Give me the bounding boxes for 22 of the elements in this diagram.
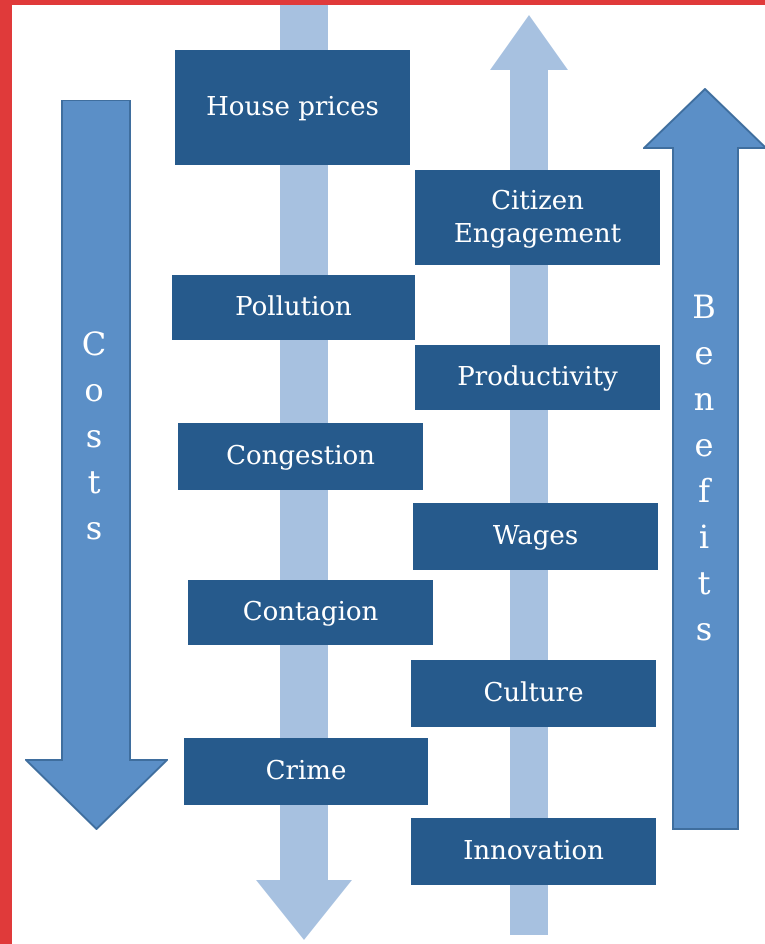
label-box [188,580,433,645]
box-text: Wages [492,520,578,553]
box-text: Congestion [226,440,375,473]
arrow-label: Costs [75,325,113,555]
label-box [415,170,660,265]
label-box [411,818,656,885]
label-box [413,503,658,570]
label-box [184,738,428,805]
box-text: Innovation [463,835,604,868]
box-text: Contagion [242,596,378,629]
label-box [175,50,410,165]
arrow-label: Benefits [685,288,723,656]
box-text: Citizen Engagement [452,185,622,250]
box-text: Crime [266,755,346,788]
label-box [172,275,415,340]
box-text: Culture [484,677,584,710]
label-box [415,345,660,410]
box-text: Productivity [457,361,618,394]
box-text: House prices [206,91,379,124]
box-text: Pollution [235,291,352,324]
label-box [178,423,423,490]
label-box [411,660,656,727]
